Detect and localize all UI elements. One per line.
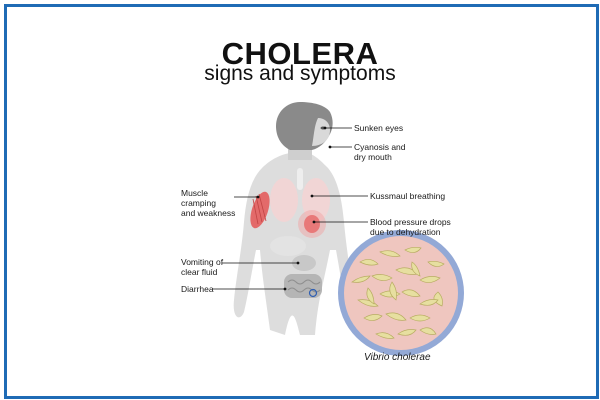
diagram-subtitle: signs and symptoms	[204, 62, 396, 85]
trachea	[297, 168, 303, 190]
label-kussmaul: Kussmaul breathing	[370, 191, 446, 201]
liver	[270, 236, 306, 256]
heart-glow	[298, 210, 326, 238]
bacteria-cluster	[351, 246, 445, 339]
arm-muscle	[250, 191, 270, 229]
leader-lines	[212, 127, 368, 290]
label-diarrhea: Diarrhea	[181, 284, 214, 294]
label-blood-pressure: Blood pressure drops due to dehydration	[370, 217, 451, 237]
label-vomiting: Vomiting of clear fluid	[181, 257, 224, 277]
label-sunken-eyes: Sunken eyes	[354, 123, 404, 133]
label-cyanosis: Cyanosis and dry mouth	[354, 142, 406, 162]
leader-dots	[256, 126, 332, 291]
muscle-fibers	[252, 193, 267, 225]
vibrio-caption: Vibrio cholerae	[364, 352, 431, 363]
left-lung	[270, 178, 298, 222]
right-lung	[302, 178, 330, 222]
diagram-title: CHOLERA	[221, 36, 379, 71]
stomach	[292, 255, 316, 271]
heart	[304, 215, 320, 233]
appendix-marker	[308, 288, 318, 298]
label-muscle: Muscle cramping and weakness	[181, 188, 236, 218]
face	[312, 118, 330, 146]
vibrio-magnified-view	[338, 230, 464, 356]
intestine-folds	[287, 279, 321, 293]
